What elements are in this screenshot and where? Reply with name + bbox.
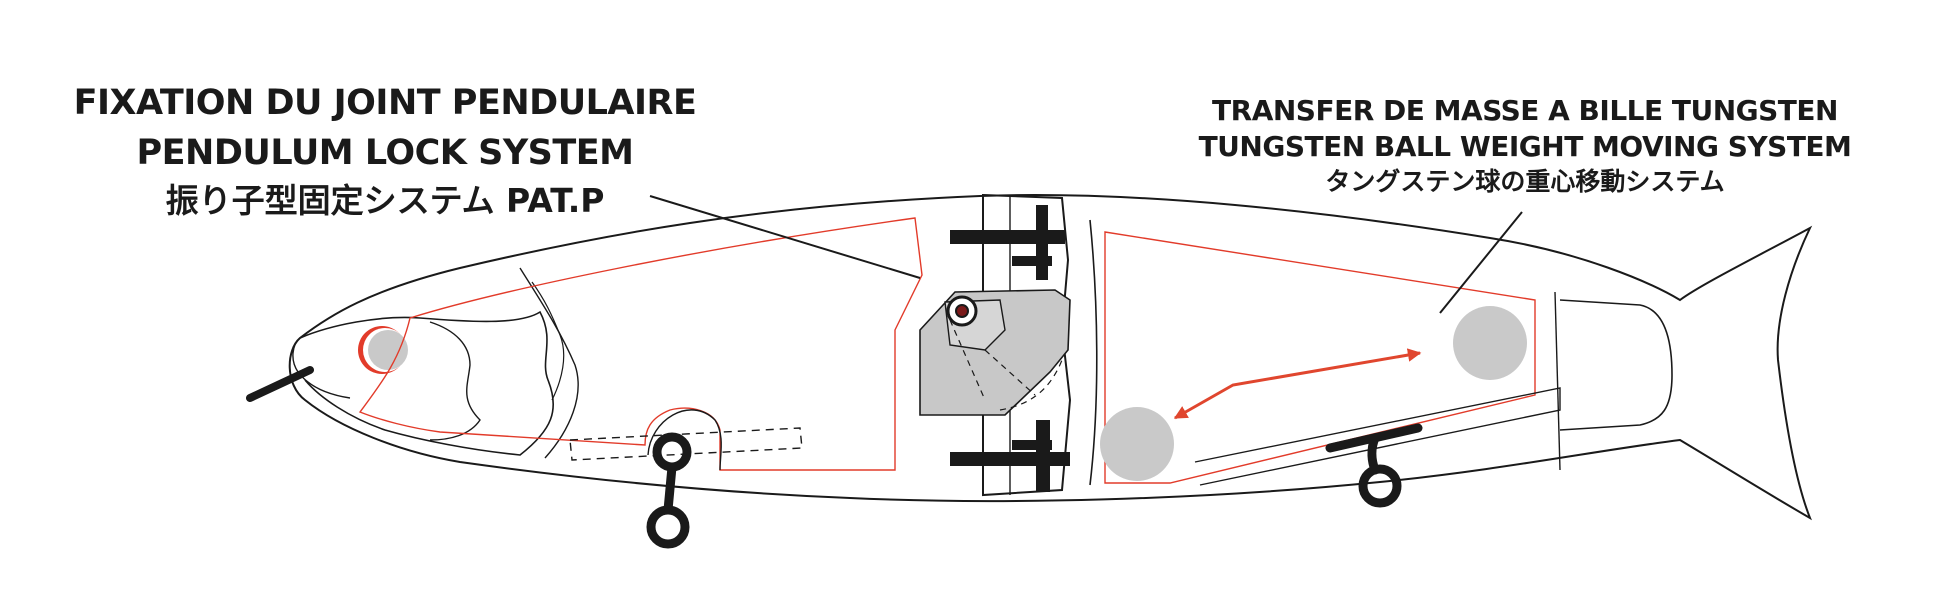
rear-lower-channel <box>1194 387 1561 486</box>
tail-segment <box>1559 299 1673 431</box>
rear-section-end-line <box>1554 291 1561 471</box>
line-tie <box>246 366 314 402</box>
tungsten-label-english: TUNGSTEN BALL WEIGHT MOVING SYSTEM <box>1198 130 1852 163</box>
gill-line-inner <box>531 281 565 401</box>
tungsten-leader-line <box>1439 211 1523 314</box>
gill-line <box>519 267 579 459</box>
pendulum-label-french: FIXATION DU JOINT PENDULAIRE <box>73 83 697 123</box>
pendulum-dashed-path <box>949 319 1063 411</box>
front-hook-eye <box>646 432 692 549</box>
pendulum-leader-line <box>649 195 921 279</box>
weight-transfer-arrow <box>1173 348 1422 420</box>
bottom-joint-pin <box>950 420 1070 492</box>
eye-ball <box>368 330 408 370</box>
pendulum-label-japanese: 振り子型固定システム PAT.P <box>165 181 605 220</box>
rear-section-front-edge <box>1089 219 1098 486</box>
joint-plate <box>982 193 1072 497</box>
tungsten-label-french: TRANSFER DE MASSE A BILLE TUNGSTEN <box>1212 94 1838 127</box>
tungsten-label-japanese: タングステン球の重心移動システム <box>1325 167 1725 196</box>
tungsten-ball-front <box>1100 407 1174 481</box>
lip-outline <box>292 337 351 399</box>
head-gill-outline <box>299 310 555 456</box>
pendulum-lock-label: FIXATION DU JOINT PENDULAIRE PENDULUM LO… <box>40 78 730 224</box>
top-joint-pin <box>950 205 1065 280</box>
front-hook-hanger-outline <box>647 409 722 471</box>
front-inner-chamber <box>358 217 923 471</box>
rear-hook-hanger <box>1325 423 1423 508</box>
head-cheek-detail <box>429 321 481 441</box>
tungsten-ball-rear <box>1453 306 1527 380</box>
pendulum-label-english: PENDULUM LOCK SYSTEM <box>136 133 635 173</box>
tungsten-ball-label: TRANSFER DE MASSE A BILLE TUNGSTEN TUNGS… <box>1175 93 1875 199</box>
pendulum-pivot-inner <box>955 304 969 318</box>
